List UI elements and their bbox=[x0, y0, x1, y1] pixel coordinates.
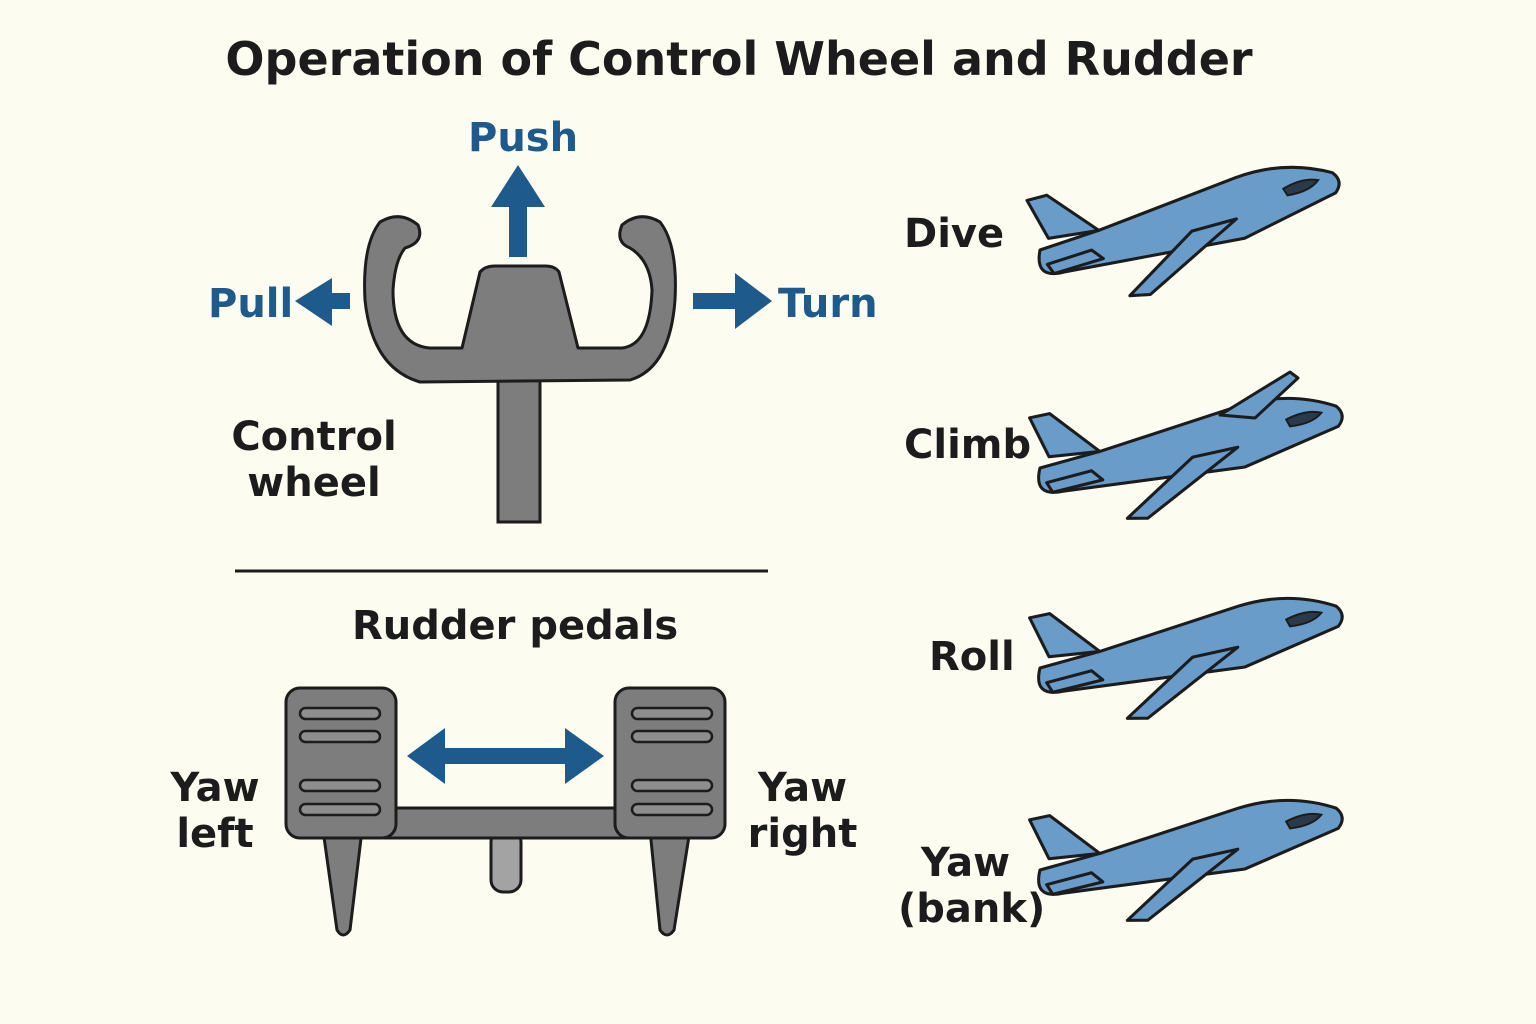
maneuver-label-roll: Roll bbox=[929, 634, 1015, 680]
control-wheel-label: Control wheel bbox=[231, 414, 397, 506]
maneuver-label-dive: Dive bbox=[904, 211, 1005, 257]
airplane-icon-yaw bbox=[1027, 783, 1353, 933]
airplane-icon-dive bbox=[1025, 148, 1354, 313]
page-title: Operation of Control Wheel and Rudder bbox=[225, 32, 1253, 86]
rudder-pedals bbox=[284, 686, 727, 937]
control-wheel bbox=[363, 215, 677, 524]
rudder-pedals-heading: Rudder pedals bbox=[352, 603, 679, 649]
maneuver-label-climb: Climb bbox=[904, 422, 1032, 468]
up-arrow-icon bbox=[491, 165, 545, 257]
double-arrow-icon bbox=[407, 728, 604, 784]
push-label: Push bbox=[468, 115, 579, 161]
right-arrow-icon bbox=[693, 273, 772, 329]
airplane-icon-climb bbox=[1027, 370, 1353, 531]
turn-label: Turn bbox=[778, 281, 878, 327]
left-arrow-icon bbox=[295, 278, 350, 326]
pull-label: Pull bbox=[208, 281, 294, 327]
maneuver-label-yaw: Yaw (bank) bbox=[898, 840, 1046, 932]
airplane-icon-roll bbox=[1027, 581, 1353, 731]
yaw-right-label: Yaw right bbox=[747, 765, 858, 857]
yaw-left-label: Yaw left bbox=[170, 765, 260, 857]
